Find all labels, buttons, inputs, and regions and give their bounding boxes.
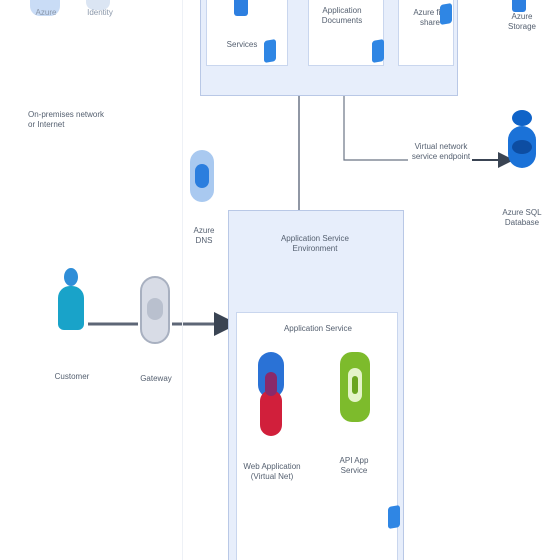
services-badge-icon (264, 38, 276, 64)
ase-title: Application Service Environment (280, 234, 350, 253)
ase-badge-icon (388, 504, 400, 530)
web-app-label: Web Application (Virtual Net) (243, 462, 301, 481)
app-service-title: Application Service (283, 324, 353, 333)
on-premises-note: On-premises network or Internet (28, 110, 105, 129)
top-group-fileshare (398, 0, 454, 66)
gateway-label: Gateway (140, 374, 172, 383)
api-app-icon (340, 352, 370, 426)
top-left-label-b: Identity (87, 8, 113, 17)
documents-badge-icon (372, 38, 384, 64)
top-right-label: Azure Storage (507, 12, 537, 31)
identity-service-icon (86, 0, 110, 10)
dns-label: Azure DNS (193, 226, 215, 245)
web-app-icon (256, 352, 286, 440)
gateway-icon (140, 276, 170, 346)
top-group-services-label: Services (226, 40, 258, 49)
storage-icon (512, 0, 526, 12)
dns-icon (190, 150, 214, 214)
sql-label: Azure SQL Database (502, 208, 542, 227)
top-group-documents (308, 0, 384, 66)
api-app-label: API App Service (339, 456, 369, 475)
fileshare-badge-icon (440, 2, 452, 26)
sql-database-icon (508, 110, 536, 174)
top-left-label-a: Azure (35, 8, 57, 17)
left-divider (182, 0, 183, 560)
top-group-documents-label: Application Documents (321, 6, 363, 25)
user-icon (58, 268, 84, 338)
customer-label: Customer (54, 372, 90, 381)
services-icon (234, 0, 248, 16)
endpoint-label: Virtual network service endpoint (411, 142, 471, 161)
identity-icon (30, 0, 60, 16)
